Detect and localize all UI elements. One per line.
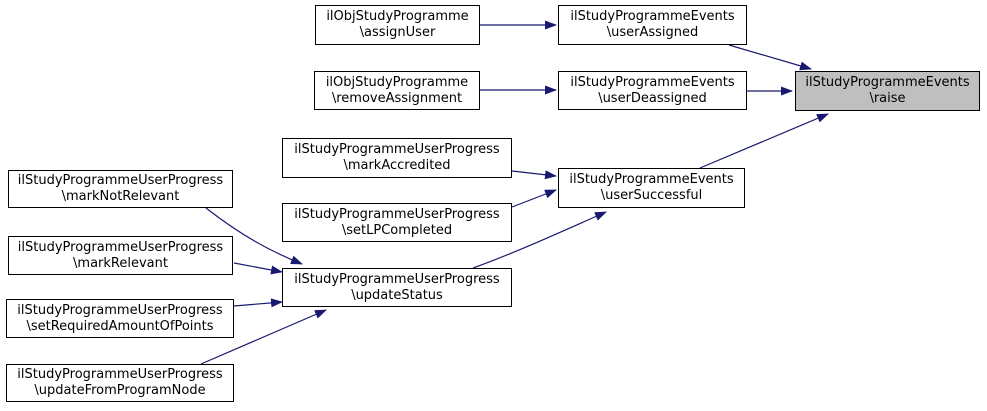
node-class-name: ilStudyProgrammeEvents: [570, 9, 735, 24]
edge-setLPCompleted-userSuccessful: [511, 189, 557, 208]
node-markRelevant[interactable]: ilStudyProgrammeUserProgress \markReleva…: [8, 236, 233, 275]
node-userAssigned[interactable]: ilStudyProgrammeEvents \userAssigned: [558, 5, 747, 45]
node-userSuccessful[interactable]: ilStudyProgrammeEvents \userSuccessful: [558, 168, 745, 208]
node-method-name: \assignUser: [359, 25, 436, 40]
node-class-name: ilStudyProgrammeEvents: [570, 74, 735, 90]
node-class-name: ilStudyProgrammeUserProgress: [17, 239, 224, 255]
node-updateStatus[interactable]: ilStudyProgrammeUserProgress \updateStat…: [282, 268, 512, 307]
node-method-name: \updateStatus: [351, 287, 443, 303]
node-setRequiredAmountOfPoints[interactable]: ilStudyProgrammeUserProgress \setRequire…: [6, 299, 234, 338]
node-method-name: \updateFromProgramNode: [34, 383, 206, 398]
edge-userAssigned-raise: [728, 44, 812, 71]
node-updateFromProgramNode[interactable]: ilStudyProgrammeUserProgress \updateFrom…: [6, 364, 234, 402]
node-method-name: \setLPCompleted: [341, 222, 453, 238]
node-class-name: ilStudyProgrammeUserProgress: [294, 142, 500, 157]
node-method-name: \removeAssignment: [331, 90, 463, 106]
node-markNotRelevant[interactable]: ilStudyProgrammeUserProgress \markNotRel…: [8, 170, 233, 208]
node-method-name: \markNotRelevant: [61, 189, 180, 204]
node-class-name: ilStudyProgrammeUserProgress: [17, 173, 224, 188]
node-raise-current: ilStudyProgrammeEvents \raise: [795, 71, 980, 111]
node-method-name: \setRequiredAmountOfPoints: [26, 318, 214, 334]
node-removeAssignment[interactable]: ilObjStudyProgramme \removeAssignment: [314, 71, 480, 110]
node-method-name: \markRelevant: [73, 255, 168, 271]
node-method-name: \userAssigned: [606, 25, 699, 40]
edge-setRequiredAmountOfPoints-updateStatus: [233, 298, 283, 308]
edge-markAccredited-userSuccessful: [511, 170, 557, 180]
node-class-name: ilObjStudyProgramme: [325, 74, 469, 90]
node-class-name: ilObjStudyProgramme: [326, 9, 469, 24]
node-class-name: ilStudyProgrammeEvents: [569, 172, 734, 187]
node-class-name: ilStudyProgrammeEvents: [805, 75, 970, 90]
node-class-name: ilStudyProgrammeUserProgress: [294, 271, 500, 287]
node-method-name: \userSuccessful: [600, 188, 703, 203]
edge-updateStatus-userSuccessful: [472, 211, 607, 269]
node-method-name: \markAccredited: [343, 158, 451, 173]
node-class-name: ilStudyProgrammeUserProgress: [17, 302, 223, 318]
node-class-name: ilStudyProgrammeUserProgress: [17, 367, 223, 382]
node-class-name: ilStudyProgrammeUserProgress: [294, 206, 500, 222]
node-method-name: \userDeassigned: [598, 90, 707, 106]
edge-markNotRelevant-updateStatus: [205, 207, 303, 265]
edge-markRelevant-updateStatus: [233, 262, 283, 275]
node-userDeassigned[interactable]: ilStudyProgrammeEvents \userDeassigned: [558, 71, 747, 110]
node-method-name: \raise: [869, 91, 906, 106]
node-assignUser[interactable]: ilObjStudyProgramme \assignUser: [315, 5, 480, 45]
edge-updateFromProgramNode-updateStatus: [200, 309, 327, 365]
edge-userSuccessful-raise: [699, 113, 829, 169]
node-markAccredited[interactable]: ilStudyProgrammeUserProgress \markAccred…: [282, 138, 512, 178]
node-setLPCompleted[interactable]: ilStudyProgrammeUserProgress \setLPCompl…: [282, 203, 512, 242]
